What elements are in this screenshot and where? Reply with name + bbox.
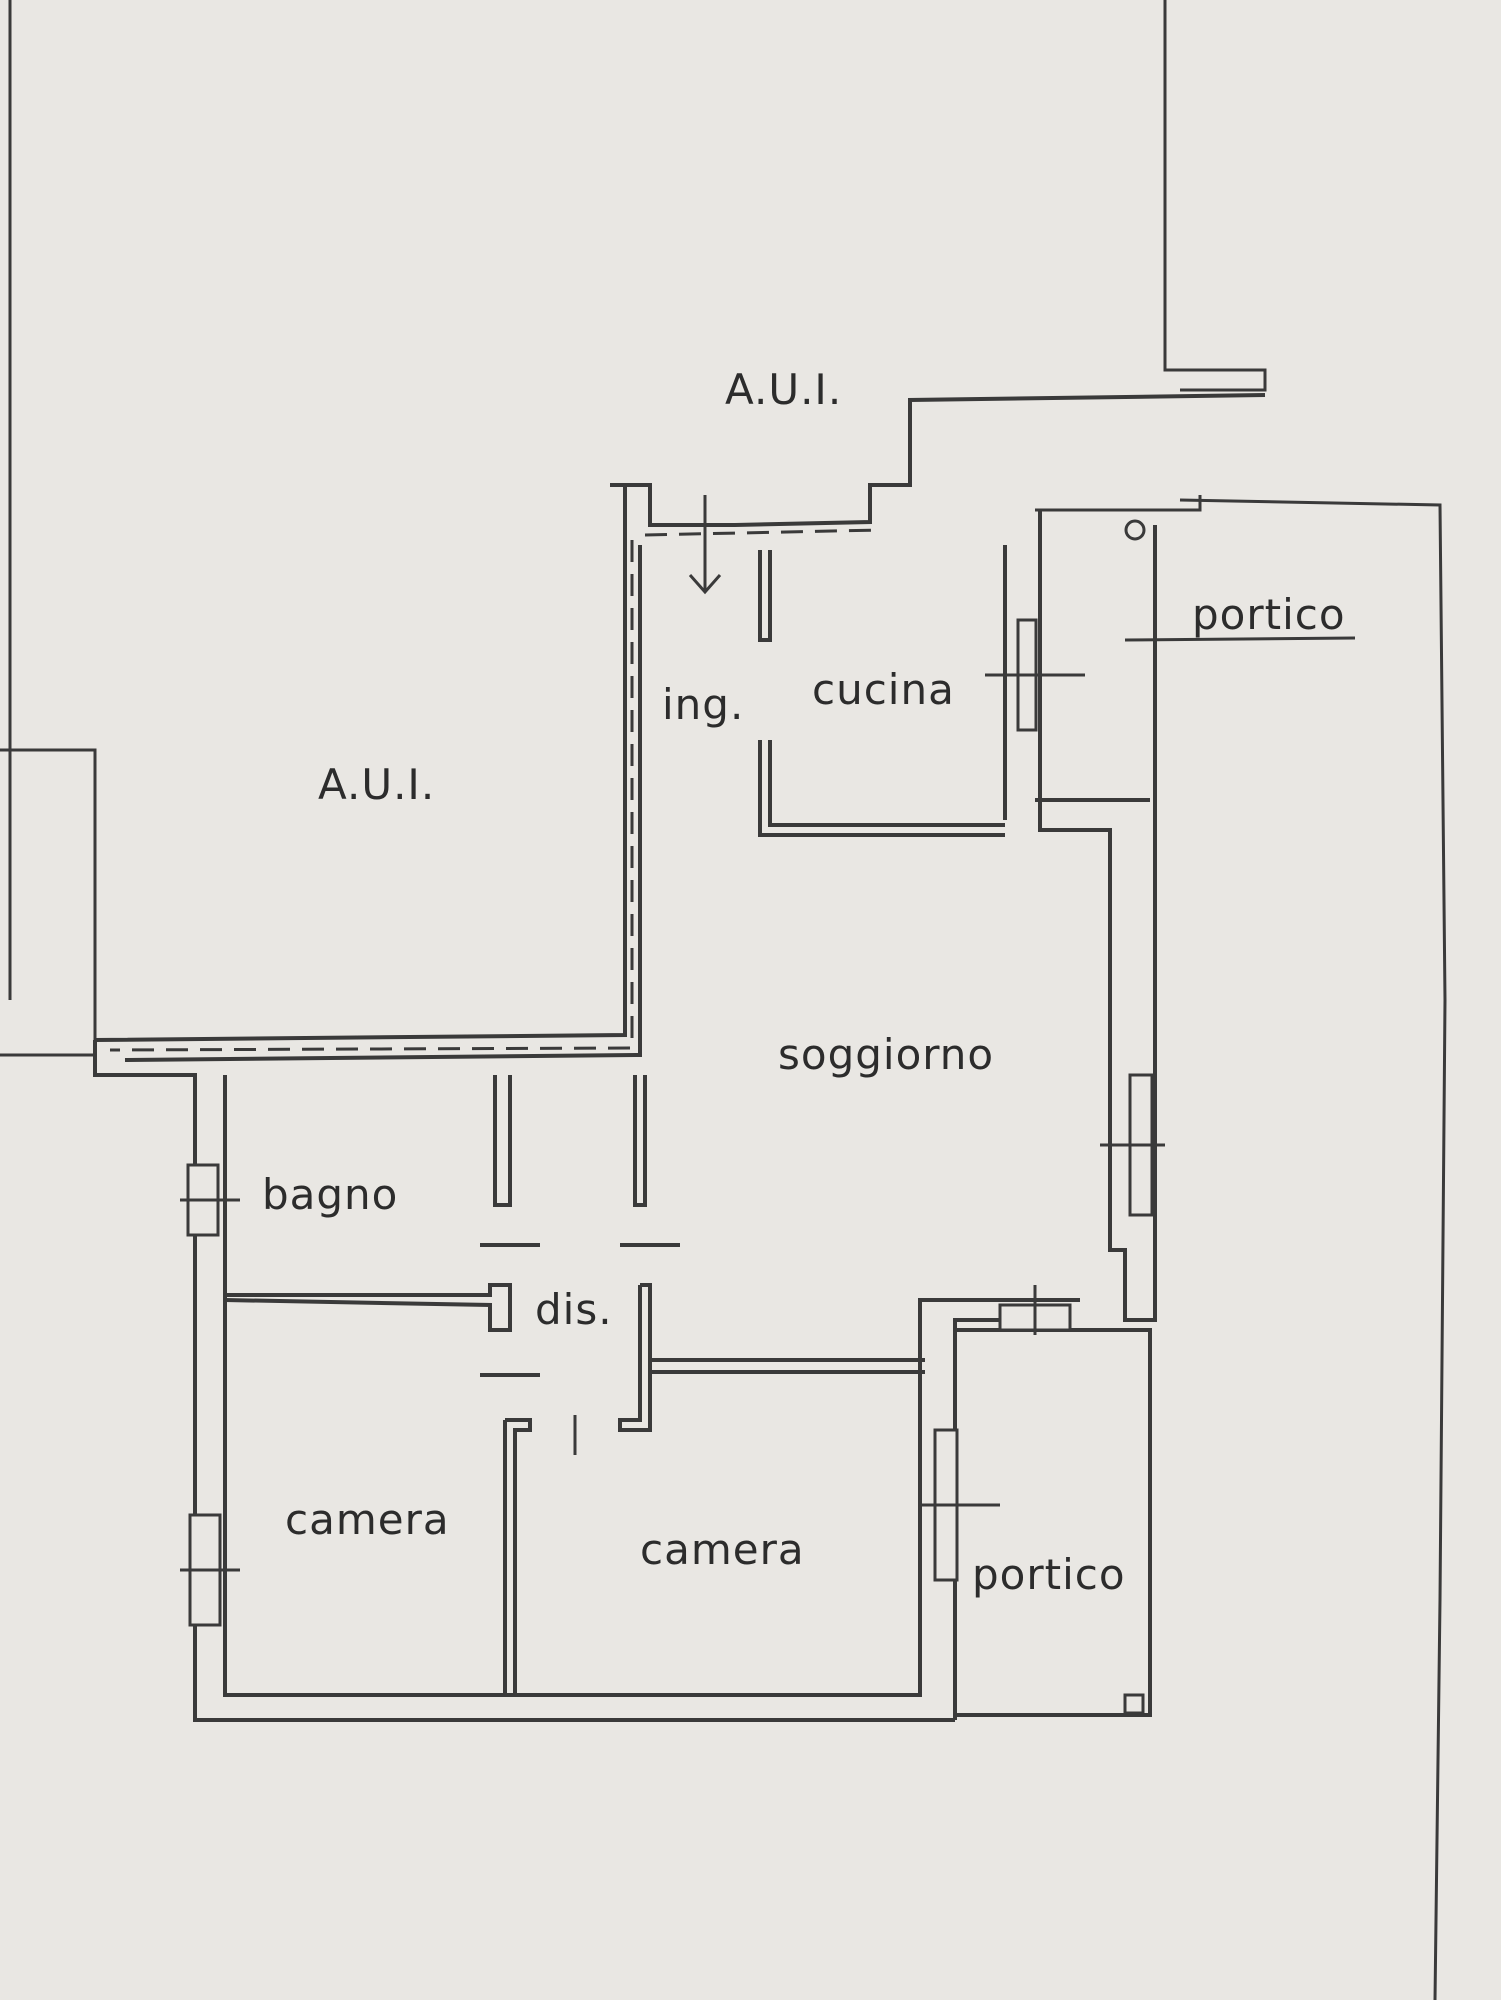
label-camera-right: camera [640, 1525, 805, 1574]
column-marker [1124, 519, 1146, 541]
label-aui-top: A.U.I. [725, 365, 843, 414]
interior-walls [224, 550, 1005, 1697]
plot-boundary-lines [0, 0, 1447, 2000]
label-ingresso: ing. [662, 680, 745, 729]
door-marks [480, 1243, 680, 1377]
windows [180, 618, 1165, 1627]
exterior-walls [93, 393, 1266, 1722]
label-disimpegno: dis. [535, 1285, 613, 1334]
label-soggiorno: soggiorno [778, 1030, 995, 1079]
label-camera-left: camera [285, 1495, 450, 1544]
dashed-lines [109, 528, 881, 1052]
label-portico-bottom: portico [972, 1550, 1126, 1599]
portico-underline [1124, 636, 1356, 642]
corner-marker [1123, 1693, 1145, 1715]
label-portico-top: portico [1192, 590, 1346, 639]
label-aui-left: A.U.I. [318, 760, 436, 809]
label-cucina: cucina [812, 665, 955, 714]
label-bagno: bagno [262, 1170, 399, 1219]
entrance-arrow [688, 495, 722, 595]
